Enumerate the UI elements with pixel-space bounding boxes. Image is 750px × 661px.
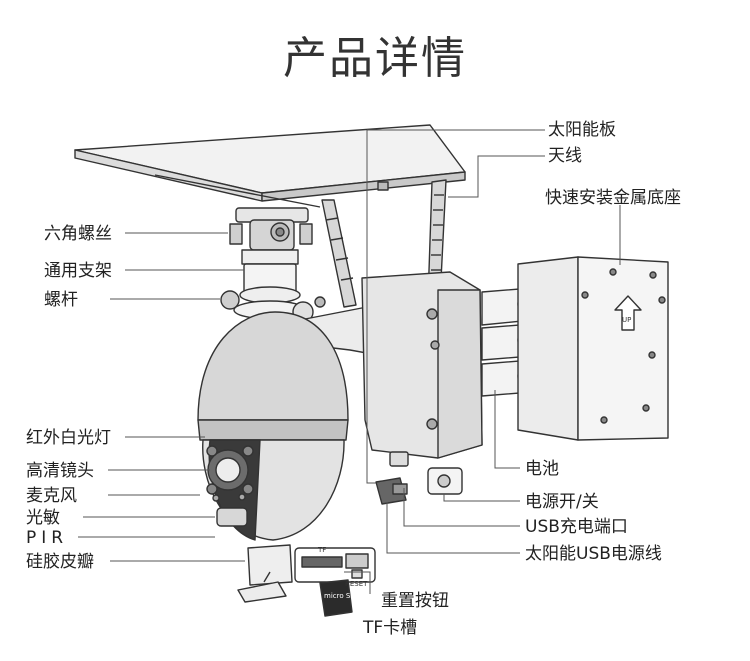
label-hd-lens: 高清镜头 [26,461,94,481]
label-microphone: 麦克风 [26,486,77,506]
camera-dome-drawing [197,311,349,541]
label-screw-rod: 螺杆 [44,290,78,310]
label-solar-usb-cable: 太阳能USB电源线 [525,544,662,564]
micro-sd-mark: micro SD [324,592,356,600]
label-ir-light: 红外白光灯 [26,428,111,448]
tf-slot-drawing [237,544,376,617]
solar-panel-drawing [74,124,466,208]
label-tf-slot: TF卡槽 [363,618,418,638]
label-hex-screw: 六角螺丝 [44,224,112,244]
label-solar-panel: 太阳能板 [548,120,616,140]
label-usb-port: USB充电端口 [525,517,628,537]
up-mark: UP [622,316,631,324]
label-light-sensor: 光敏 [26,508,60,528]
label-bracket: 通用支架 [44,261,112,281]
label-reset-button: 重置按钮 [381,591,449,611]
reset-mark: RESET [345,580,368,588]
tf-chip-mark: TF [317,546,326,554]
label-power-switch: 电源开/关 [525,492,599,512]
label-silicone-cover: 硅胶皮瓣 [26,552,94,572]
mount-plate-drawing [517,256,669,441]
rear-housing-drawing [361,271,483,459]
label-battery: 电池 [525,459,559,479]
ports-drawing [375,451,463,505]
label-pir: PIR [26,528,69,548]
label-antenna: 天线 [548,146,582,166]
label-mount-base: 快速安装金属底座 [545,188,681,208]
bracket-drawing [220,207,326,323]
page-title: 产品详情 [283,33,467,84]
